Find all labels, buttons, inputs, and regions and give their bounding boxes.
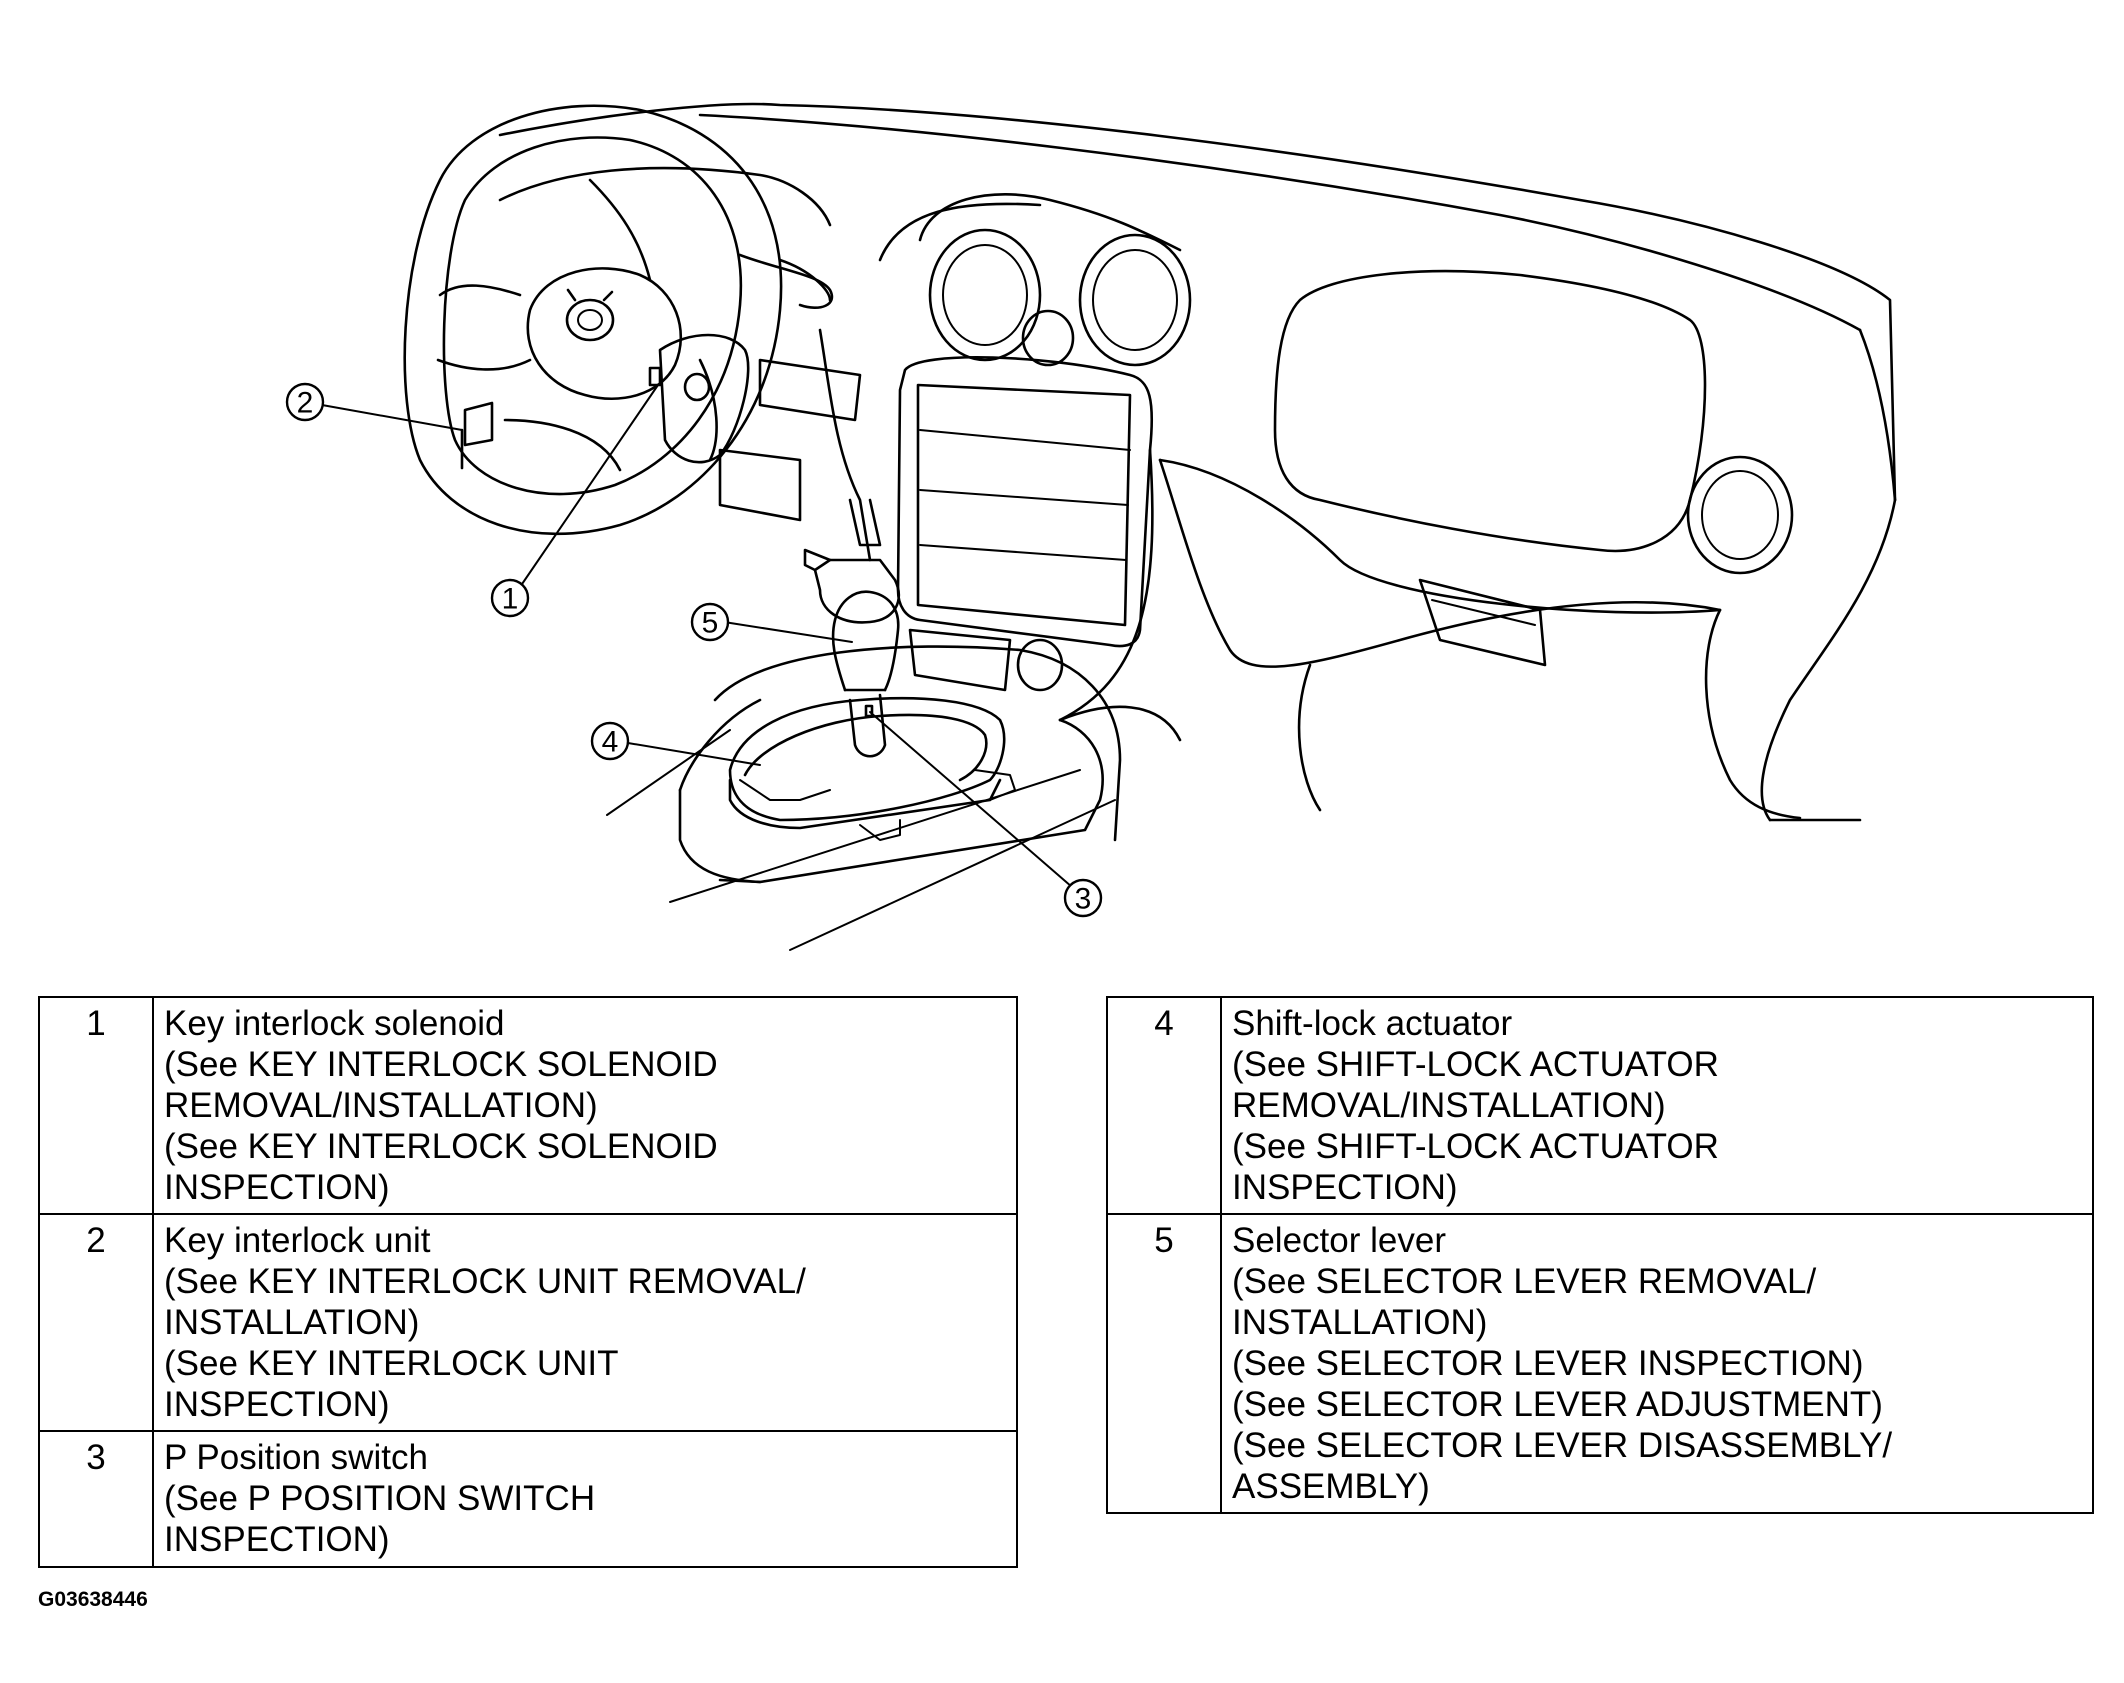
reference-line: INSPECTION) [164, 1168, 390, 1207]
callout-2: 2 [285, 382, 325, 422]
reference-line: (See SHIFT-LOCK ACTUATOR [1232, 1127, 1719, 1166]
dashboard-outline [498, 102, 1897, 822]
callout-3-number: 3 [1075, 883, 1092, 916]
part-description: Key interlock solenoid (See KEY INTERLOC… [152, 996, 1018, 1215]
reference-line: (See SELECTOR LEVER DISASSEMBLY/ [1232, 1426, 1893, 1465]
reference-line: (See KEY INTERLOCK UNIT [164, 1344, 619, 1383]
table-row: 1 Key interlock solenoid (See KEY INTERL… [38, 996, 1018, 1215]
reference-line: ASSEMBLY) [1232, 1467, 1430, 1506]
callout-1: 1 [490, 578, 530, 618]
reference-line: (See SHIFT-LOCK ACTUATOR [1232, 1045, 1719, 1084]
reference-line: REMOVAL/INSTALLATION) [1232, 1086, 1666, 1125]
callout-2-number: 2 [297, 387, 314, 420]
part-name: Selector lever [1232, 1221, 1446, 1260]
reference-line: REMOVAL/INSTALLATION) [164, 1086, 598, 1125]
center-console [678, 548, 1182, 884]
table-row: 2 Key interlock unit (See KEY INTERLOCK … [38, 1213, 1018, 1432]
part-name: Key interlock solenoid [164, 1004, 505, 1043]
table-row: 4 Shift-lock actuator (See SHIFT-LOCK AC… [1106, 996, 2094, 1215]
part-description: Key interlock unit (See KEY INTERLOCK UN… [152, 1213, 1018, 1432]
key-interlock-unit [460, 401, 494, 470]
callout-3: 3 [1063, 878, 1103, 918]
callout-4: 4 [590, 721, 630, 761]
reference-line: INSPECTION) [1232, 1168, 1458, 1207]
reference-line: INSPECTION) [164, 1520, 390, 1559]
reference-line: (See KEY INTERLOCK SOLENOID [164, 1127, 718, 1166]
reference-line: INSTALLATION) [1232, 1303, 1488, 1342]
part-name: Key interlock unit [164, 1221, 431, 1260]
table-row: 5 Selector lever (See SELECTOR LEVER REM… [1106, 1213, 2094, 1514]
callout-4-number: 4 [602, 726, 619, 759]
part-number: 5 [1106, 1213, 1222, 1514]
part-number: 4 [1106, 996, 1222, 1215]
reference-line: (See KEY INTERLOCK UNIT REMOVAL/ [164, 1262, 806, 1301]
table-row: 3 P Position switch (See P POSITION SWIT… [38, 1430, 1018, 1568]
part-number: 2 [38, 1213, 154, 1432]
part-name: P Position switch [164, 1438, 428, 1477]
figure-id: G03638446 [38, 1588, 148, 1611]
part-number: 3 [38, 1430, 154, 1568]
part-description: P Position switch (See P POSITION SWITCH… [152, 1430, 1018, 1568]
reference-line: (See KEY INTERLOCK SOLENOID [164, 1045, 718, 1084]
reference-line: (See SELECTOR LEVER INSPECTION) [1232, 1344, 1864, 1383]
callout-5: 5 [690, 602, 730, 642]
callout-1-number: 1 [502, 583, 519, 616]
callout-5-number: 5 [702, 607, 719, 640]
reference-line: (See SELECTOR LEVER REMOVAL/ [1232, 1262, 1817, 1301]
reference-line: INSPECTION) [164, 1385, 390, 1424]
floor-lines [606, 729, 1116, 951]
reference-line: INSTALLATION) [164, 1303, 420, 1342]
steering-wheel [403, 104, 834, 536]
parts-table-right: 4 Shift-lock actuator (See SHIFT-LOCK AC… [1106, 996, 2094, 1514]
part-name: Shift-lock actuator [1232, 1004, 1513, 1043]
parts-table-left: 1 Key interlock solenoid (See KEY INTERL… [38, 996, 1018, 1568]
part-number: 1 [38, 996, 154, 1215]
reference-line: (See SELECTOR LEVER ADJUSTMENT) [1232, 1385, 1883, 1424]
reference-line: (See P POSITION SWITCH [164, 1479, 596, 1518]
part-description: Selector lever (See SELECTOR LEVER REMOV… [1220, 1213, 2094, 1514]
leader-lines [321, 384, 1073, 888]
part-description: Shift-lock actuator (See SHIFT-LOCK ACTU… [1220, 996, 2094, 1215]
